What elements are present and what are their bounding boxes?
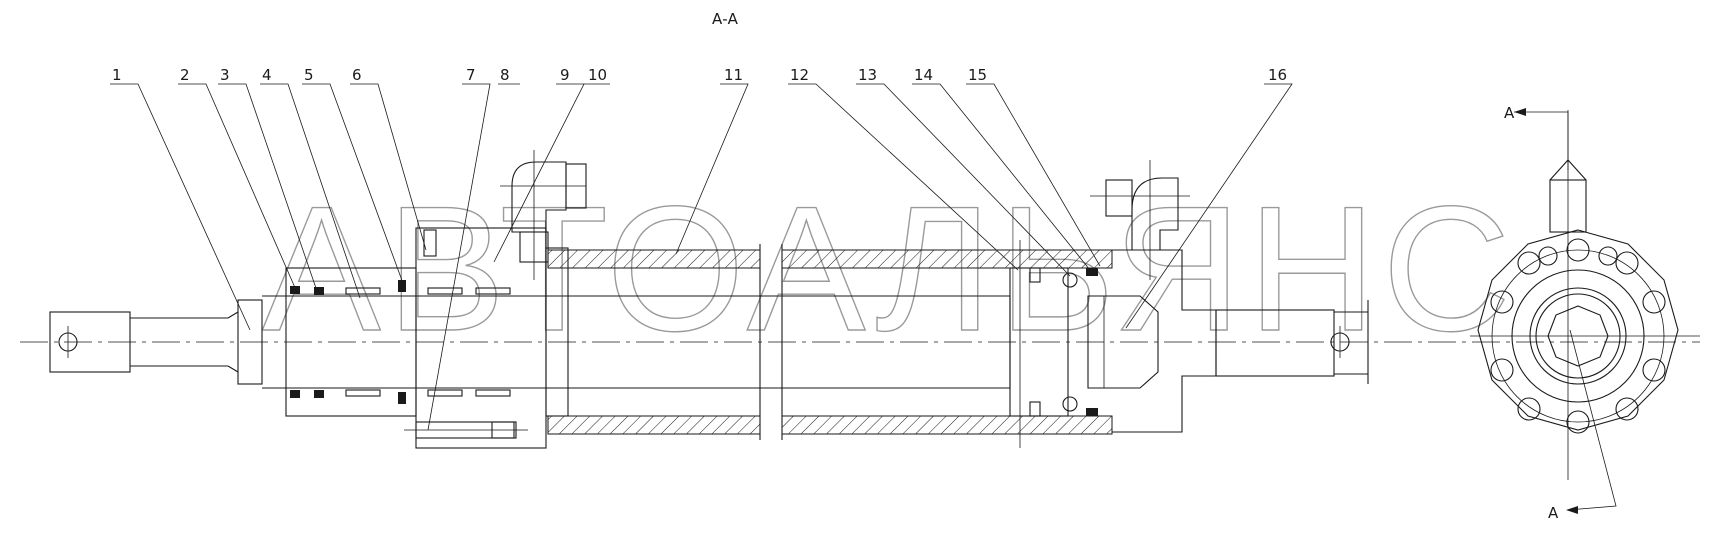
end-view bbox=[1470, 108, 1700, 514]
section-mark-top: А bbox=[1504, 104, 1515, 122]
part-label-11: 11 bbox=[724, 66, 743, 84]
part-label-7: 7 bbox=[466, 66, 476, 84]
part-label-3: 3 bbox=[220, 66, 230, 84]
part-label-5: 5 bbox=[304, 66, 314, 84]
part-label-2: 2 bbox=[180, 66, 190, 84]
part-label-9: 9 bbox=[560, 66, 570, 84]
part-label-8: 8 bbox=[500, 66, 510, 84]
port-fitting-left bbox=[500, 150, 587, 280]
part-label-10: 10 bbox=[588, 66, 607, 84]
part-label-13: 13 bbox=[858, 66, 877, 84]
part-label-14: 14 bbox=[914, 66, 933, 84]
section-mark-bottom: А bbox=[1548, 504, 1559, 522]
part-label-4: 4 bbox=[262, 66, 272, 84]
leader-lines bbox=[110, 83, 1293, 431]
part-label-1: 1 bbox=[112, 66, 122, 84]
rod-eye bbox=[49, 299, 263, 385]
part-label-6: 6 bbox=[352, 66, 362, 84]
part-labels: 1 2 3 4 5 6 7 8 9 10 11 12 13 14 15 16 bbox=[112, 66, 1287, 84]
section-title: А-А bbox=[712, 10, 739, 28]
piston bbox=[1009, 240, 1098, 448]
cap-end bbox=[1112, 249, 1369, 433]
part-label-12: 12 bbox=[790, 66, 809, 84]
part-label-16: 16 bbox=[1268, 66, 1287, 84]
part-label-15: 15 bbox=[968, 66, 987, 84]
port-fitting-right bbox=[1090, 160, 1190, 280]
cylinder-tube bbox=[547, 244, 1113, 440]
piston-nut bbox=[1087, 295, 1159, 389]
